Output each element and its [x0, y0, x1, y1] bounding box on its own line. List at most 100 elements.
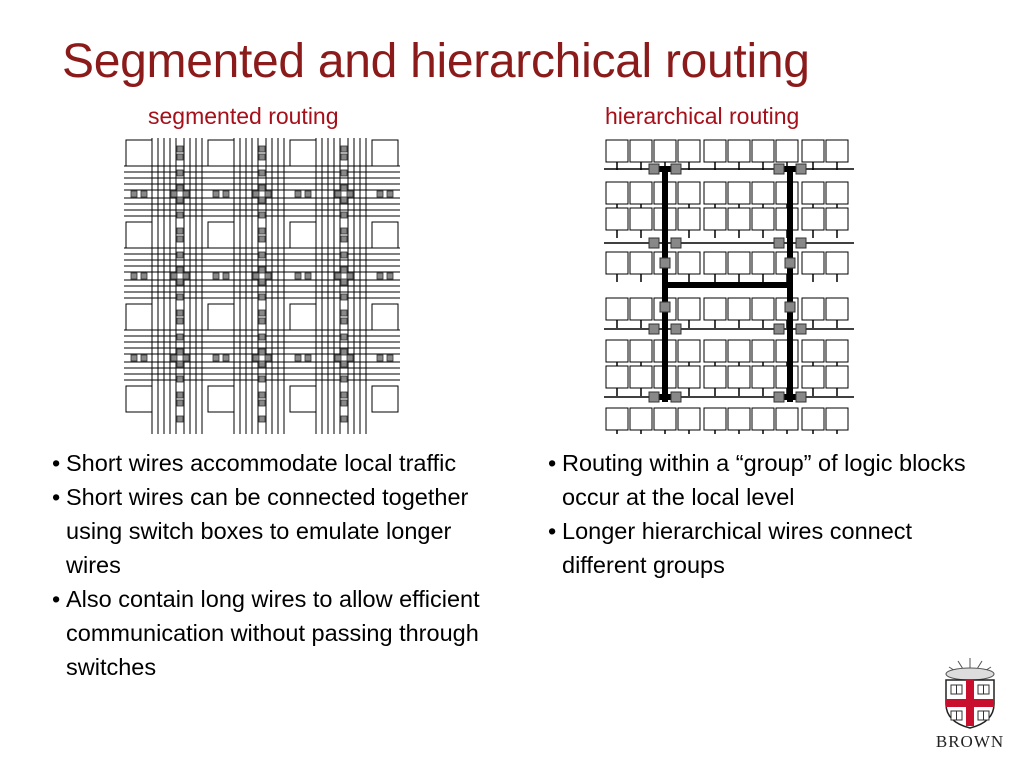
switch-box — [795, 323, 807, 335]
switch-box — [340, 278, 348, 286]
switch-box — [212, 272, 220, 280]
logic-block — [371, 139, 399, 167]
logic-block — [629, 297, 653, 321]
logic-block — [677, 365, 701, 389]
switch-box — [264, 272, 272, 280]
logic-block — [289, 221, 317, 249]
switch-box — [340, 169, 348, 177]
logic-block — [677, 339, 701, 363]
logic-block — [629, 207, 653, 231]
switch-box — [340, 184, 348, 192]
logic-block — [653, 407, 677, 431]
logic-block — [629, 251, 653, 275]
logic-block — [727, 207, 751, 231]
switch-box — [258, 184, 266, 192]
switch-box — [140, 272, 148, 280]
logic-block — [125, 139, 153, 167]
switch-box — [648, 237, 660, 249]
brown-wordmark: BROWN — [935, 732, 1005, 751]
switch-box — [176, 391, 184, 399]
logic-block — [605, 251, 629, 275]
logic-block — [677, 407, 701, 431]
switch-box — [176, 227, 184, 235]
switch-box — [340, 375, 348, 383]
switch-box — [222, 354, 230, 362]
logic-block — [605, 139, 629, 163]
switch-box — [648, 163, 660, 175]
switch-box — [795, 237, 807, 249]
switch-box — [340, 333, 348, 341]
logic-block — [289, 303, 317, 331]
switch-box — [340, 235, 348, 243]
switch-box — [304, 272, 312, 280]
logic-block — [801, 139, 825, 163]
logic-block — [125, 385, 153, 413]
hierarchical-routing-diagram — [604, 139, 854, 434]
logic-block — [751, 407, 775, 431]
logic-block — [605, 407, 629, 431]
switch-box — [376, 272, 384, 280]
logic-block — [605, 181, 629, 205]
logic-block — [775, 139, 799, 163]
switch-box — [670, 391, 682, 403]
switch-box — [346, 272, 354, 280]
switch-box — [773, 237, 785, 249]
switch-box — [212, 354, 220, 362]
hierarchical-routing-heading: hierarchical routing — [605, 103, 800, 129]
logic-block — [801, 251, 825, 275]
logic-block — [703, 365, 727, 389]
switch-box — [670, 237, 682, 249]
switch-box — [222, 190, 230, 198]
switch-box — [176, 145, 184, 153]
switch-box — [258, 333, 266, 341]
switch-box — [773, 163, 785, 175]
switch-box — [258, 348, 266, 356]
switch-box — [340, 415, 348, 423]
switch-box — [659, 257, 671, 269]
switch-box — [258, 278, 266, 286]
logic-block — [825, 297, 849, 321]
switch-box — [258, 227, 266, 235]
switch-box — [130, 272, 138, 280]
logic-block — [207, 221, 235, 249]
brown-university-shield-icon — [945, 658, 995, 729]
switch-box — [258, 293, 266, 301]
switch-box — [648, 391, 660, 403]
switch-box — [795, 391, 807, 403]
switch-box — [334, 272, 342, 280]
logic-block — [629, 181, 653, 205]
logic-block — [727, 365, 751, 389]
logic-block — [371, 221, 399, 249]
logic-block — [801, 407, 825, 431]
switch-box — [258, 235, 266, 243]
switch-box — [340, 309, 348, 317]
logic-block — [703, 407, 727, 431]
switch-box — [258, 153, 266, 161]
switch-box — [340, 227, 348, 235]
switch-box — [130, 354, 138, 362]
logic-block — [125, 303, 153, 331]
logic-block — [703, 181, 727, 205]
logic-block — [629, 365, 653, 389]
switch-box — [340, 196, 348, 204]
switch-box — [176, 360, 184, 368]
logic-block — [371, 385, 399, 413]
hierarchical-routing-bullets: Routing within a “group” of logic blocks… — [548, 446, 988, 582]
switch-box — [140, 190, 148, 198]
logic-block — [703, 207, 727, 231]
switch-box — [670, 163, 682, 175]
switch-box — [176, 184, 184, 192]
logic-block — [825, 251, 849, 275]
logic-block — [751, 181, 775, 205]
switch-box — [182, 354, 190, 362]
switch-box — [258, 266, 266, 274]
switch-box — [334, 190, 342, 198]
logic-block — [703, 297, 727, 321]
logic-block — [677, 181, 701, 205]
switch-box — [294, 190, 302, 198]
logic-block — [825, 207, 849, 231]
logic-block — [727, 181, 751, 205]
switch-box — [176, 415, 184, 423]
logic-block — [825, 181, 849, 205]
switch-box — [258, 391, 266, 399]
